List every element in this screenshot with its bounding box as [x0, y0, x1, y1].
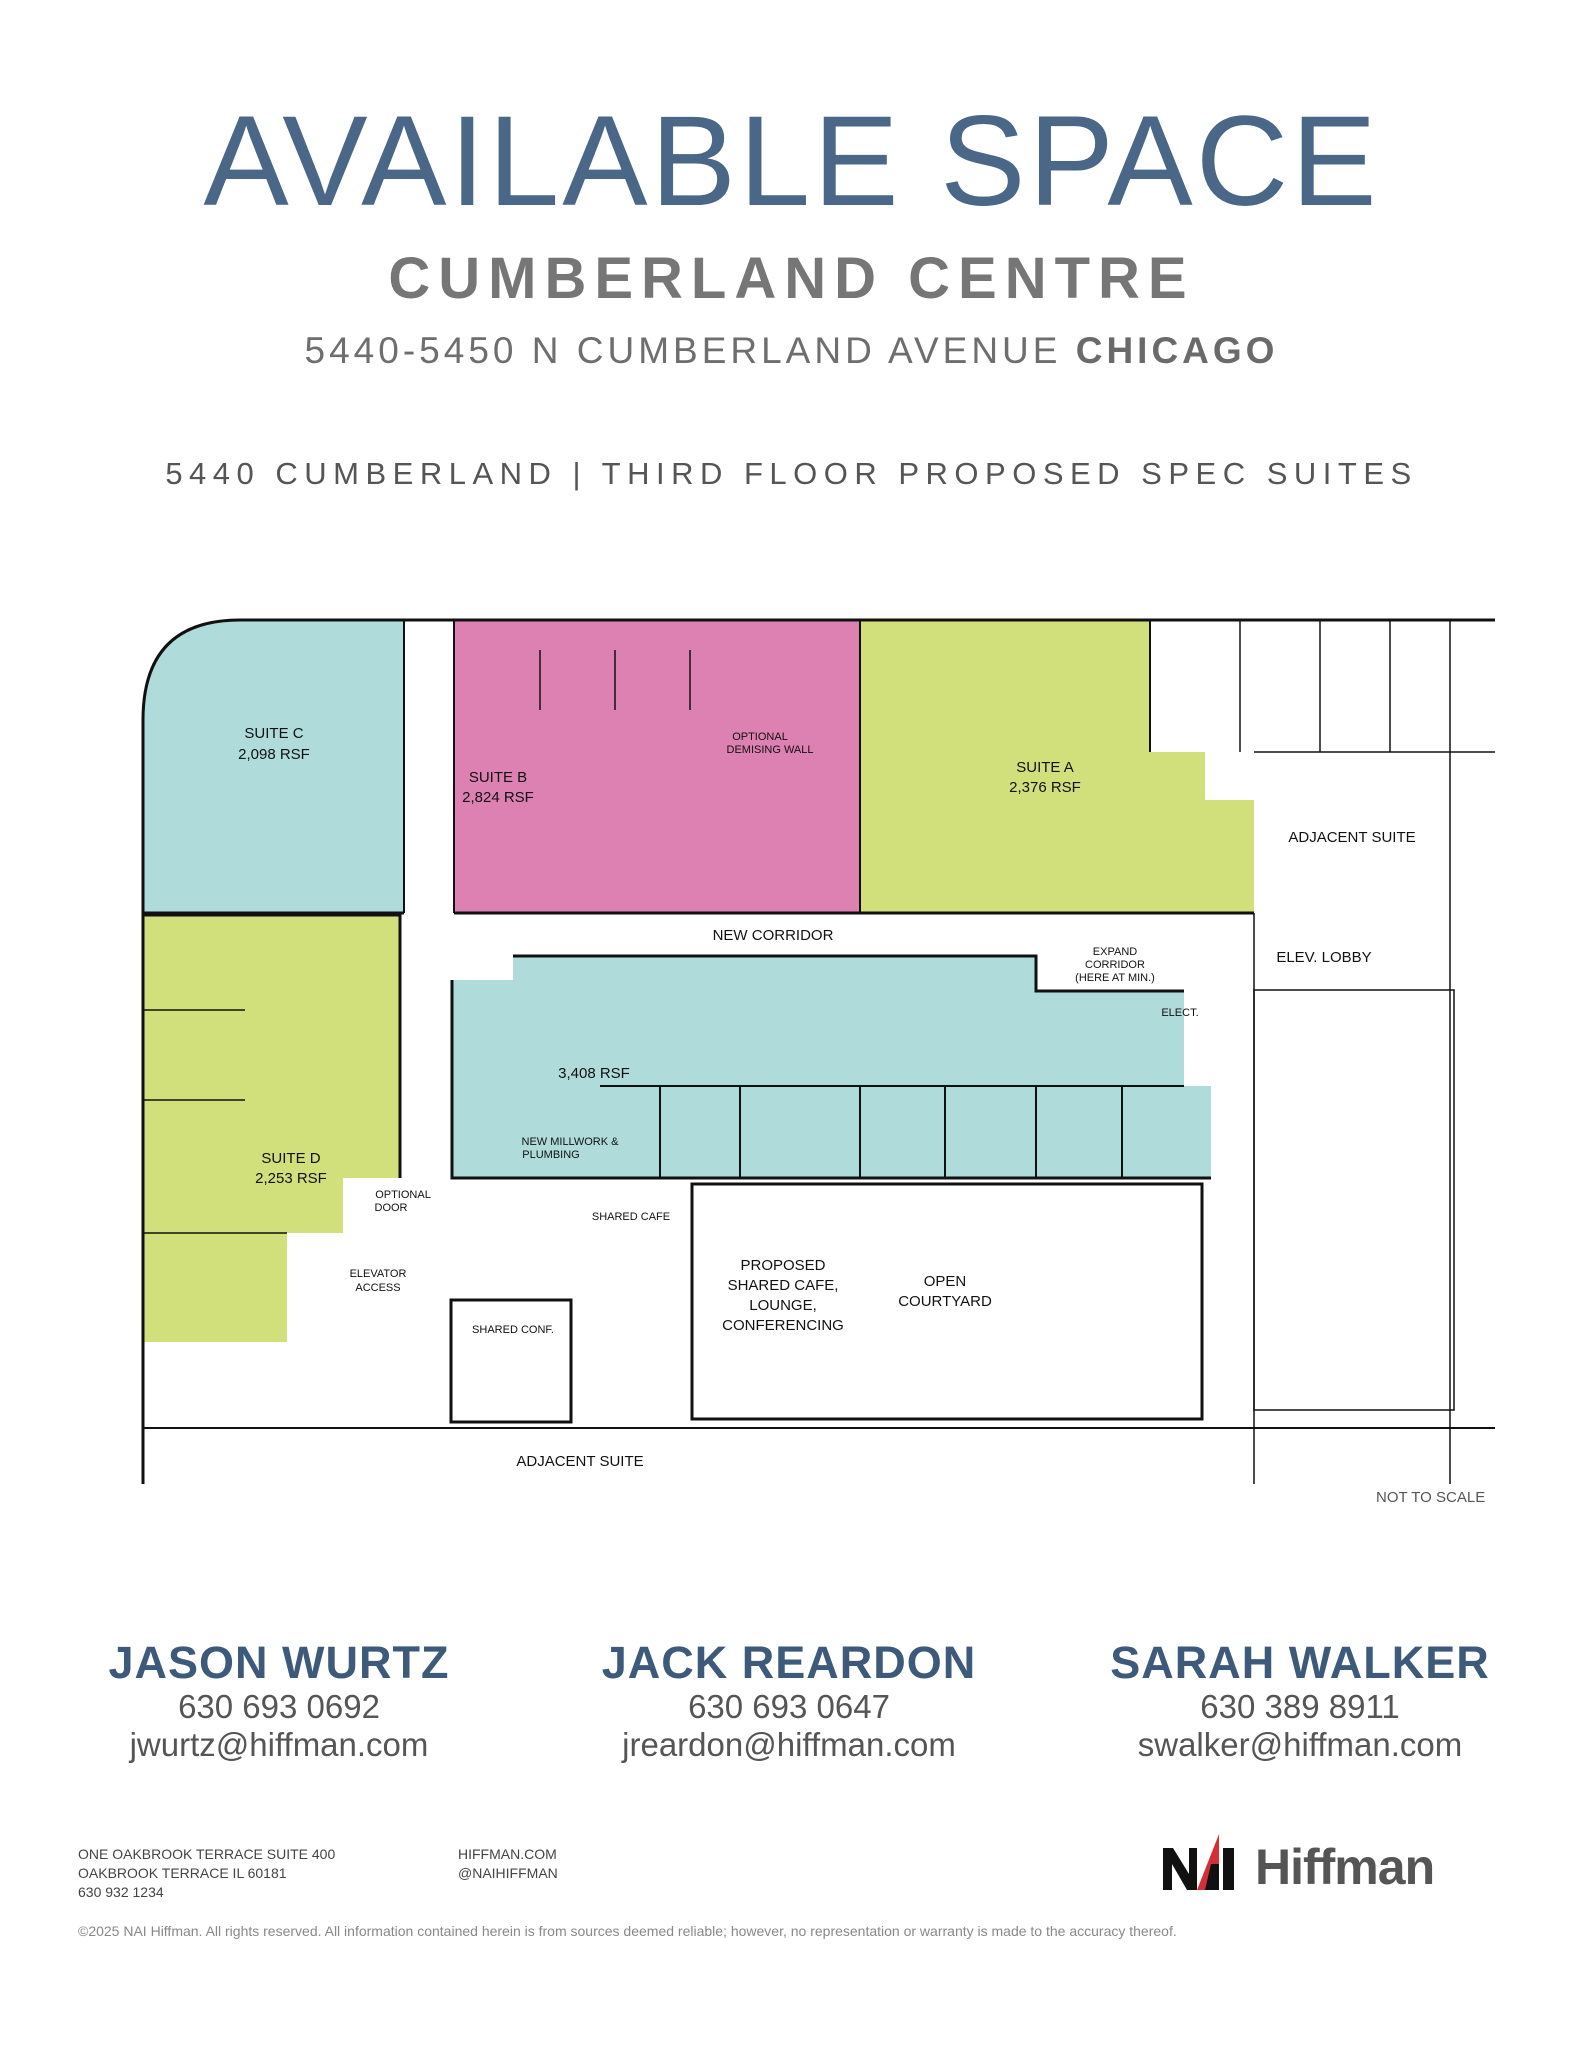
proposed-label-1: PROPOSED — [740, 1257, 825, 1274]
website-link[interactable]: HIFFMAN.COM — [458, 1846, 557, 1862]
expand-corridor-1: EXPAND — [1093, 946, 1137, 958]
contact-name: JACK REARDON — [601, 1637, 977, 1688]
proposed-label-2: SHARED CAFE, — [728, 1277, 839, 1294]
contact-name: JASON WURTZ — [108, 1637, 450, 1688]
optional-door-2: DOOR — [375, 1202, 408, 1214]
contact-email[interactable]: jreardon@hiffman.com — [622, 1726, 956, 1763]
proposed-label-4: CONFERENCING — [722, 1317, 844, 1334]
suite-b-area — [454, 620, 860, 913]
courtyard-label-1: OPEN — [924, 1273, 967, 1290]
elevator-access-1: ELEVATOR — [350, 1268, 407, 1280]
suite-a-area — [860, 620, 1254, 913]
adjacent-suite-bottom: ADJACENT SUITE — [516, 1453, 643, 1470]
logo-wordmark: Hiffman — [1255, 1839, 1435, 1895]
elev-lobby-label: ELEV. LOBBY — [1276, 949, 1371, 966]
page-title: AVAILABLE SPACE — [203, 90, 1380, 233]
address-line: OAKBROOK TERRACE IL 60181 — [78, 1865, 287, 1881]
contact-email[interactable]: jwurtz@hiffman.com — [129, 1726, 429, 1763]
expand-corridor-2: CORRIDOR — [1085, 959, 1145, 971]
building-name: CUMBERLAND CENTRE — [388, 246, 1195, 311]
not-to-scale-note: NOT TO SCALE — [1376, 1489, 1486, 1506]
contact-card: SARAH WALKER 630 389 8911 swalker@hiffma… — [1040, 1638, 1560, 1764]
elect-label: ELECT. — [1161, 1007, 1198, 1019]
suite-c-area — [143, 620, 404, 913]
suite-c-name: SUITE C — [244, 725, 303, 742]
suite-3408-area-label: 3,408 RSF — [558, 1065, 630, 1082]
address-line: 630 932 1234 — [78, 1884, 164, 1900]
contact-phone[interactable]: 630 389 8911 — [1200, 1688, 1400, 1725]
suite-b-area-label: 2,824 RSF — [462, 789, 534, 806]
address-line: ONE OAKBROOK TERRACE SUITE 400 — [78, 1846, 336, 1862]
contact-email[interactable]: swalker@hiffman.com — [1137, 1726, 1463, 1763]
contact-phone[interactable]: 630 693 0647 — [688, 1688, 890, 1725]
suite-b-name: SUITE B — [469, 769, 527, 786]
millwork-label-1: NEW MILLWORK & — [522, 1136, 620, 1148]
office-address: ONE OAKBROOK TERRACE SUITE 400 OAKBROOK … — [78, 1845, 335, 1902]
suite-d-area — [143, 915, 400, 1342]
new-corridor-label: NEW CORRIDOR — [713, 927, 834, 944]
suite-c-area-label: 2,098 RSF — [238, 746, 310, 763]
nai-hiffman-logo: Hiffman — [1163, 1834, 1435, 1895]
contact-card: JACK REARDON 630 693 0647 jreardon@hiffm… — [529, 1638, 1049, 1764]
elevator-access-2: ACCESS — [355, 1282, 400, 1294]
city: CHICAGO — [1075, 330, 1279, 371]
suite-d-name: SUITE D — [261, 1150, 320, 1167]
optional-door-1: OPTIONAL — [375, 1189, 431, 1201]
street-address: 5440-5450 N CUMBERLAND AVENUE — [304, 330, 1062, 371]
expand-corridor-3: (HERE AT MIN.) — [1075, 972, 1155, 984]
copyright-notice: ©2025 NAI Hiffman. All rights reserved. … — [78, 1923, 1177, 1939]
suite-d-area-label: 2,253 RSF — [255, 1170, 327, 1187]
courtyard-label-2: COURTYARD — [898, 1293, 992, 1310]
contact-card: JASON WURTZ 630 693 0692 jwurtz@hiffman.… — [19, 1638, 539, 1764]
demising-label-2: DEMISING WALL — [727, 744, 814, 756]
suite-3408-area — [452, 956, 1211, 1178]
building-address: 5440-5450 N CUMBERLAND AVENUE CHICAGO — [0, 332, 1583, 369]
shared-conf-label: SHARED CONF. — [472, 1324, 554, 1336]
millwork-label-2: PLUMBING — [522, 1149, 579, 1161]
suite-a-name: SUITE A — [1016, 759, 1074, 776]
proposed-label-3: LOUNGE, — [749, 1297, 817, 1314]
shared-cafe-label: SHARED CAFE — [592, 1211, 670, 1223]
floor-subtitle: 5440 CUMBERLAND | THIRD FLOOR PROPOSED S… — [165, 456, 1418, 491]
contact-phone[interactable]: 630 693 0692 — [178, 1688, 380, 1725]
web-links: HIFFMAN.COM @NAIHIFFMAN — [458, 1845, 558, 1883]
social-handle[interactable]: @NAIHIFFMAN — [458, 1865, 558, 1881]
contact-name: SARAH WALKER — [1110, 1637, 1490, 1688]
suite-a-area-label: 2,376 RSF — [1009, 779, 1081, 796]
nai-logo-mark — [1163, 1834, 1234, 1890]
adjacent-suite-right: ADJACENT SUITE — [1288, 829, 1415, 846]
demising-label-1: OPTIONAL — [732, 731, 788, 743]
